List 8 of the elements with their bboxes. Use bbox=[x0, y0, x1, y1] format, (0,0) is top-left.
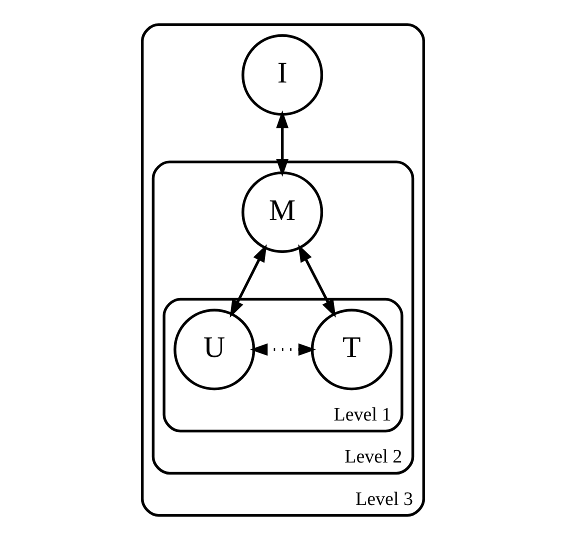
node-circle: M bbox=[242, 171, 324, 254]
arrow bbox=[298, 244, 336, 318]
node-circle: I bbox=[242, 34, 324, 116]
arrow bbox=[250, 343, 316, 356]
arrow bbox=[230, 244, 267, 318]
node-circle: T bbox=[310, 308, 392, 390]
node-circle: U bbox=[174, 308, 256, 390]
arrow bbox=[276, 110, 289, 177]
